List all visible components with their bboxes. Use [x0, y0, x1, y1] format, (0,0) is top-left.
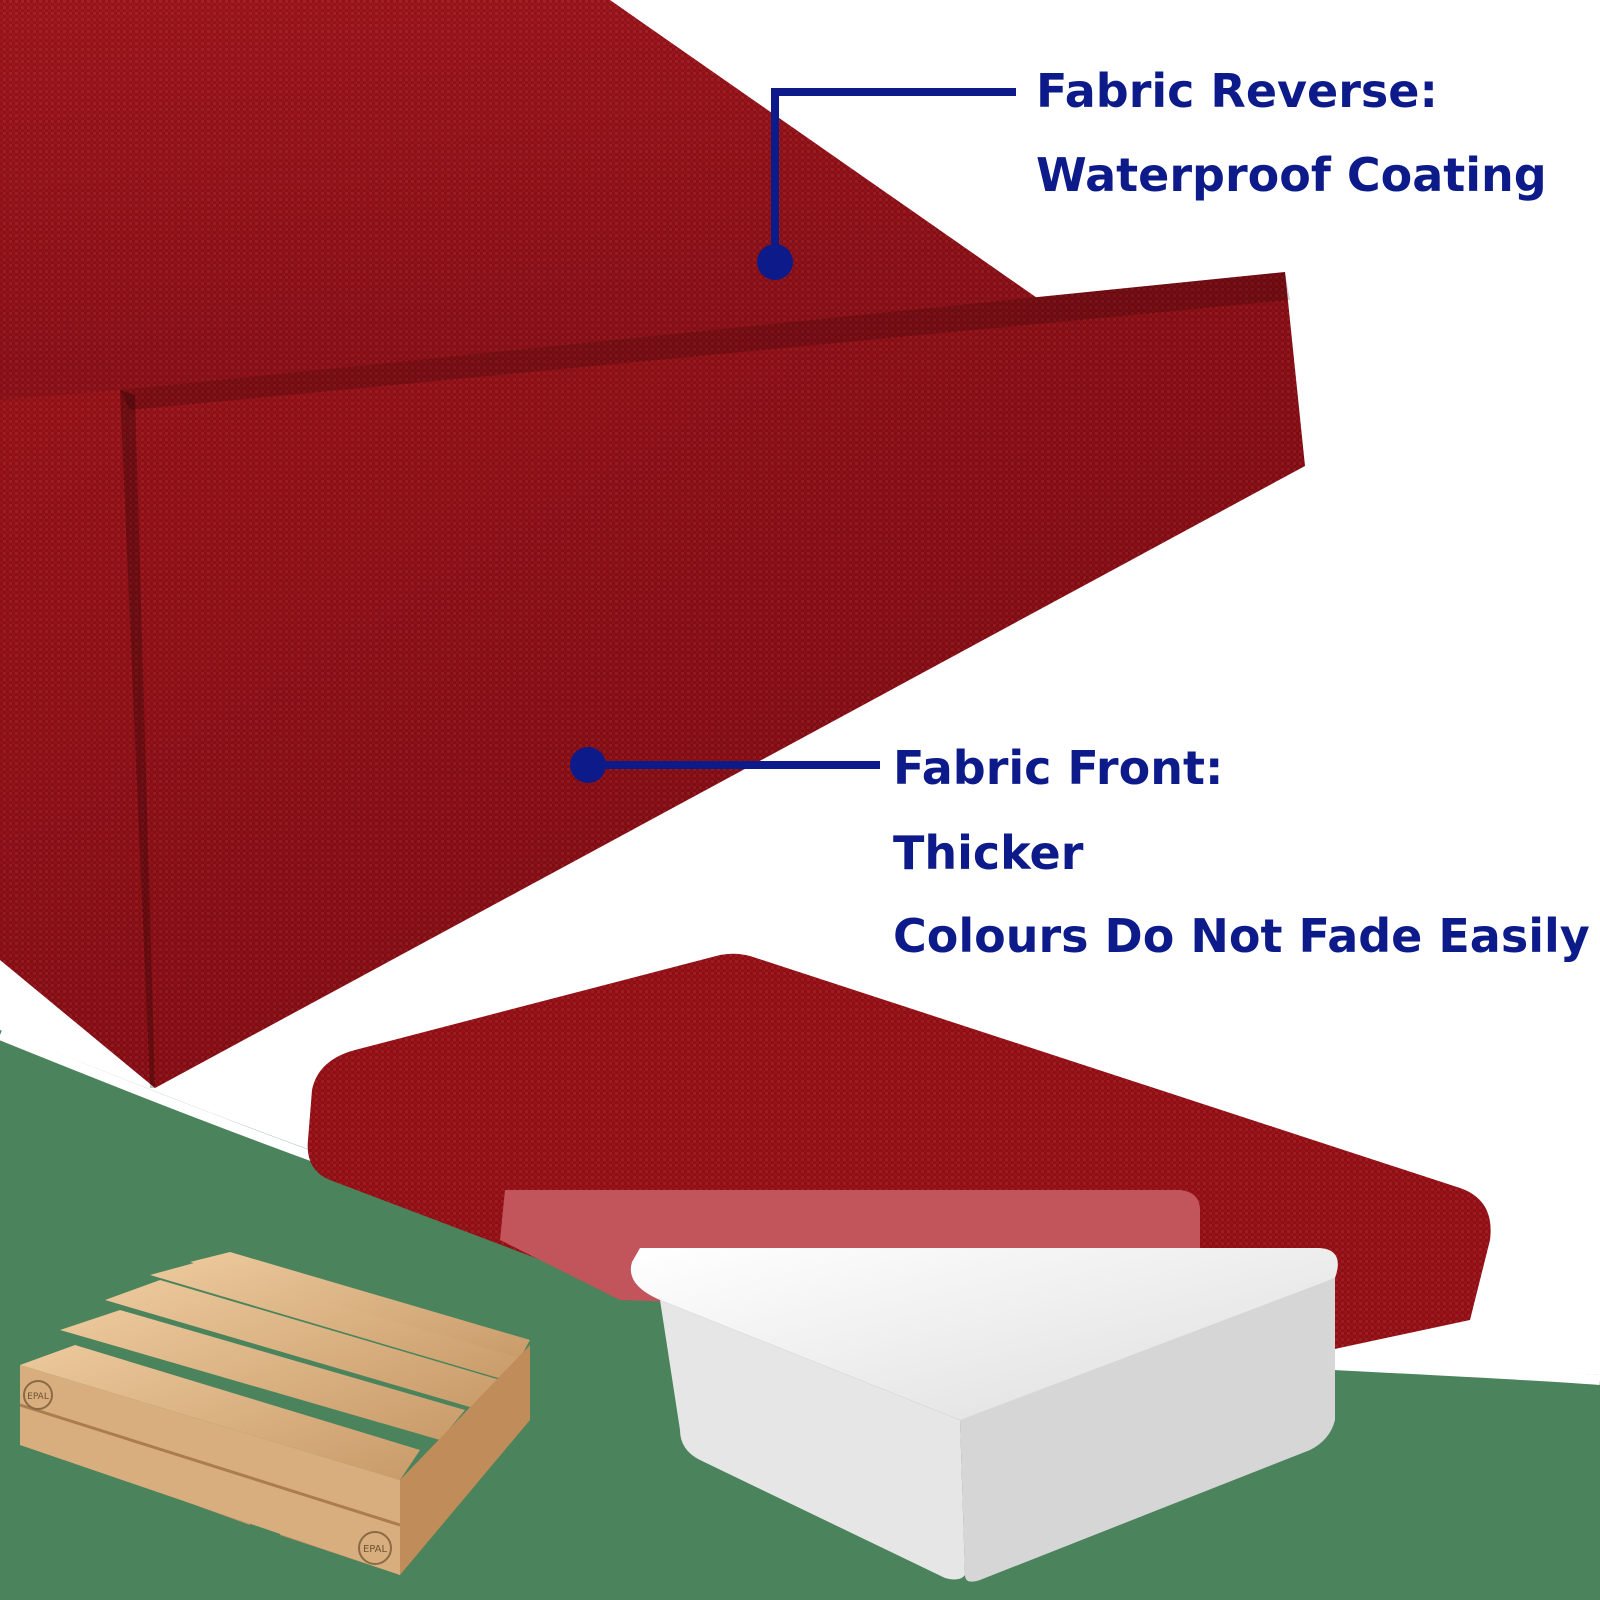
fabric-reverse-panel [0, 0, 1040, 420]
pallet-stamp-text-right: EPAL [363, 1544, 388, 1555]
callout-dot-reverse [757, 244, 793, 280]
cushion-icon [307, 953, 1491, 1582]
callout-line-reverse [757, 88, 1016, 280]
fabric-front-title: Fabric Front: [893, 741, 1224, 795]
pallet-stamp-text-left: EPAL [27, 1392, 49, 1402]
pallet-icon: EPAL EPAL [19, 1252, 530, 1575]
pallet-stamp-right [358, 1531, 392, 1565]
fabric-front-panel [0, 272, 1305, 1088]
foam-insert-icon [630, 1248, 1338, 1582]
fabric-reverse-detail: Waterproof Coating [1036, 148, 1547, 202]
fabric-front-detail-colour: Colours Do Not Fade Easily [893, 909, 1590, 963]
fabric-reverse-title: Fabric Reverse: [1036, 64, 1438, 118]
fabric-front-detail-thicker: Thicker [893, 826, 1084, 880]
pallet-stamp-left [23, 1380, 53, 1410]
callout-dot-front [570, 747, 606, 783]
callout-line-front [570, 747, 880, 783]
